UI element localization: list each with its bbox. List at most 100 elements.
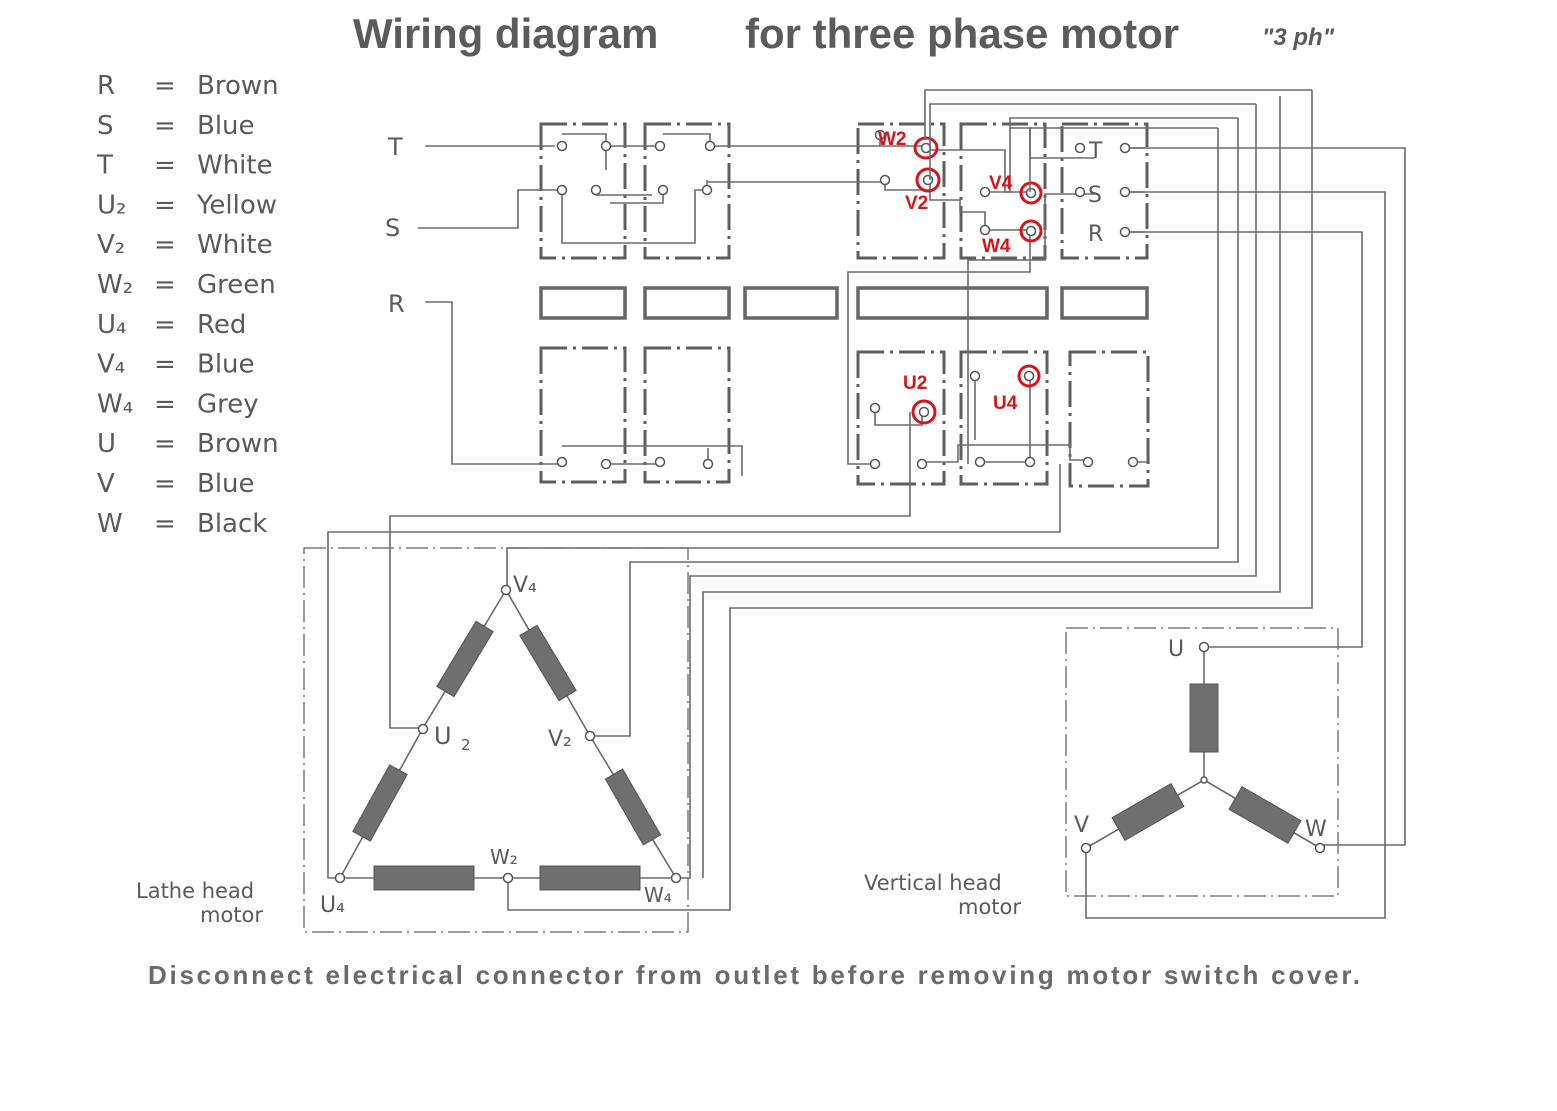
- lathe-coil-5: [373, 865, 475, 891]
- red-annotations: W2 V2 V4 W4 U2 U4: [878, 129, 1043, 425]
- lathe-w4-label: W₄: [644, 883, 672, 907]
- switch-terminal: [869, 458, 881, 470]
- supply-label-s: S: [385, 214, 400, 242]
- lathe-v2-label: V₂: [548, 727, 572, 752]
- legend-equals: =: [154, 151, 176, 181]
- legend-color: White: [197, 151, 273, 181]
- legend-equals: =: [154, 350, 176, 380]
- legend-color: Blue: [197, 350, 255, 380]
- legend-equals: =: [154, 389, 176, 419]
- lathe-head-motor: V₄ U 2 V₂ W₂ U₄ W₄ Lathe head motor: [136, 547, 689, 933]
- legend-code: T: [96, 151, 113, 181]
- legend-equals: =: [154, 509, 176, 539]
- legend-code: S: [97, 111, 114, 141]
- annotation-u4: U4: [993, 393, 1018, 414]
- switch-upper-contacts: [539, 122, 1149, 260]
- legend-color: Brown: [197, 429, 279, 459]
- switch-terminal: [702, 458, 714, 470]
- title-main: Wiring diagram: [353, 10, 658, 57]
- lathe-v4-label: V₄: [513, 573, 537, 598]
- switch-terminal: [1023, 370, 1035, 382]
- switch-terminal: [918, 406, 930, 418]
- annotation-v2: V2: [905, 193, 928, 214]
- switch-terminal: [969, 370, 981, 382]
- lathe-coil-6: [539, 865, 641, 891]
- lathe-caption-2: motor: [200, 903, 263, 927]
- switch-terminal: [657, 184, 669, 196]
- legend-equals: =: [154, 429, 176, 459]
- lathe-caption-1: Lathe head: [136, 879, 254, 903]
- legend-color: Grey: [197, 389, 259, 419]
- lathe-coil-2: [352, 764, 408, 842]
- legend-code: V₄: [97, 350, 125, 380]
- legend-code: V₂: [97, 230, 125, 260]
- footer-warning: Disconnect electrical connector from out…: [148, 960, 1360, 990]
- switch-terminal: [654, 456, 666, 468]
- switch-terminal: [874, 129, 886, 141]
- switch-terminal: [590, 184, 602, 196]
- title-tag: "3 ph": [1262, 24, 1335, 51]
- switch-terminal: [922, 174, 934, 186]
- switch-terminal: [1025, 187, 1037, 199]
- legend-code: R: [97, 71, 115, 101]
- legend-color: Green: [197, 270, 276, 300]
- legend-code: W₂: [97, 270, 133, 300]
- switch-terminal: [556, 140, 568, 152]
- switch-terminal: [979, 186, 991, 198]
- color-legend: R=BrownS=BlueT=WhiteU₂=YellowV₂=WhiteW₂=…: [96, 71, 279, 539]
- lathe-coil-4: [604, 768, 662, 846]
- lathe-coil-1: [436, 620, 494, 698]
- vertical-caption-2: motor: [958, 895, 1021, 919]
- motor-wiring: [327, 89, 1406, 919]
- legend-code: U: [97, 429, 116, 459]
- lathe-w2-label: W₂: [490, 845, 518, 869]
- switch-label-s: S: [1088, 183, 1102, 208]
- switch-terminal: [556, 184, 568, 196]
- legend-code: W: [97, 509, 123, 539]
- legend-color: Red: [197, 310, 246, 340]
- vertical-coil-w: [1228, 786, 1302, 844]
- switch-terminal: [916, 458, 928, 470]
- switch-label-t: T: [1088, 139, 1103, 164]
- annotation-v4: V4: [989, 173, 1013, 194]
- switch-terminal: [704, 140, 716, 152]
- switch-terminal: [879, 174, 891, 186]
- vertical-u-label: U: [1168, 637, 1184, 662]
- switch-wiring: [418, 127, 1150, 476]
- switch-terminal: [600, 140, 612, 152]
- lathe-u2-sub: 2: [461, 736, 471, 754]
- legend-color: Blue: [197, 111, 255, 141]
- switch-terminal: [1119, 186, 1131, 198]
- lathe-u4-label: U₄: [320, 893, 345, 918]
- switch-terminal: [1074, 142, 1086, 154]
- legend-equals: =: [154, 111, 176, 141]
- legend-equals: =: [154, 270, 176, 300]
- switch-plates: [539, 286, 1149, 320]
- switch-terminal: [1127, 456, 1139, 468]
- legend-equals: =: [154, 190, 176, 220]
- switch-terminal: [920, 142, 932, 154]
- switch-label-r: R: [1088, 222, 1103, 247]
- switch-terminal: [654, 140, 666, 152]
- switch-terminal: [600, 458, 612, 470]
- legend-equals: =: [154, 469, 176, 499]
- legend-color: White: [197, 230, 273, 260]
- vertical-coil-v: [1111, 783, 1185, 841]
- lathe-u2-label: U: [434, 722, 452, 750]
- switch-terminal: [979, 224, 991, 236]
- switch-terminal: [1082, 456, 1094, 468]
- legend-equals: =: [154, 310, 176, 340]
- legend-color: Yellow: [196, 190, 277, 220]
- supply-label-t: T: [387, 133, 403, 161]
- vertical-v-label: V: [1074, 813, 1089, 838]
- supply-label-r: R: [388, 290, 405, 318]
- legend-equals: =: [154, 230, 176, 260]
- annotation-w4: W4: [982, 236, 1011, 257]
- vertical-caption-1: Vertical head: [864, 871, 1002, 895]
- legend-code: U₂: [97, 190, 126, 220]
- switch-terminal: [1119, 226, 1131, 238]
- vertical-w-label: W: [1305, 817, 1327, 842]
- switch-terminal: [1074, 186, 1086, 198]
- switch-terminal: [1025, 225, 1037, 237]
